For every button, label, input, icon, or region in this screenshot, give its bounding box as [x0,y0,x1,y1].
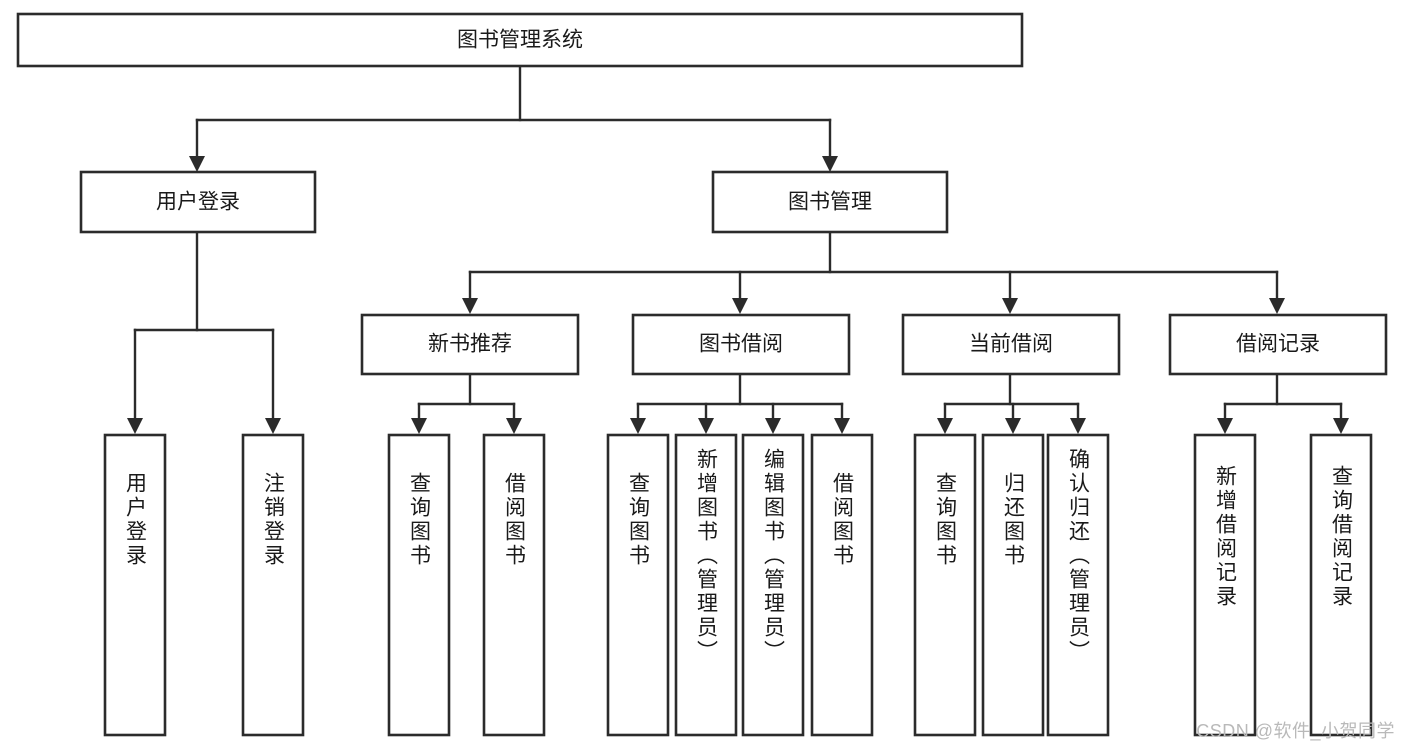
leaf-edit-book-admin-box[interactable] [741,433,805,737]
leaf-add-book-admin-label: 新增图书（管理员） [695,448,719,664]
leaf-add-borrow-record-box[interactable] [1193,433,1257,737]
arrow-head-level2 [1269,298,1285,314]
node-book-management-box[interactable] [711,170,949,234]
arrow-head-leaf [1333,418,1349,434]
node-borrow-record-box[interactable] [1168,313,1388,376]
leaf-return-book-box[interactable] [981,433,1045,737]
node-new-book-recommend-box[interactable] [360,313,580,376]
leaf-user-login-label: 用户登录 [124,472,148,568]
arrow-head-leaf [937,418,953,434]
leaf-newbook-borrow-book-box[interactable] [482,433,546,737]
leaf-borrow-borrow-book-box[interactable] [810,433,874,737]
connector-borrowrecord-to-leaves [1217,372,1349,434]
arrow-head-leaf [834,418,850,434]
leaf-add-book-admin-box[interactable] [674,433,738,737]
node-borrow-record[interactable]: 借阅记录 [1168,313,1388,376]
node-current-borrow-label: 当前借阅 [969,333,1053,356]
leaf-user-login-box[interactable] [103,433,167,737]
arrow-head-level2 [1002,298,1018,314]
arrow-head-leaf [127,418,143,434]
leaf-newbook-borrow-book-label: 借阅图书 [503,472,527,568]
leaf-query-borrow-record-box[interactable] [1309,433,1373,737]
node-current-borrow-box[interactable] [901,313,1121,376]
arrow-head-level2 [732,298,748,314]
node-book-borrow-label: 图书借阅 [699,333,783,356]
connector-bookmanage-to-level2 [462,230,1285,314]
leaf-newbook-borrow-book[interactable]: 借阅图书 [482,433,546,737]
arrow-head-leaf [630,418,646,434]
connector-bookborrow-to-leaves [630,372,850,434]
leaf-logout[interactable]: 注销登录 [241,433,305,737]
arrow-head-level2 [462,298,478,314]
node-root-label: 图书管理系统 [457,29,583,52]
node-root-book-management-system[interactable]: 图书管理系统 [16,12,1024,68]
node-root-box[interactable] [16,12,1024,68]
leaf-logout-label: 注销登录 [262,472,286,568]
arrow-head-leaf [1070,418,1086,434]
node-book-management-label: 图书管理 [788,191,872,214]
connector-newbook-to-leaves [411,372,522,434]
node-borrow-record-label: 借阅记录 [1236,333,1320,356]
arrow-head-user-login [189,156,205,172]
arrow-head-leaf [698,418,714,434]
node-user-login-label: 用户登录 [156,191,240,214]
node-new-book-recommend-label: 新书推荐 [428,333,512,356]
leaf-newbook-query-book-label: 查询图书 [408,472,432,568]
leaf-add-book-admin[interactable]: 新增图书（管理员） [674,433,738,737]
arrow-head-leaf [506,418,522,434]
arrow-head-leaf [1217,418,1233,434]
leaf-current-query-book[interactable]: 查询图书 [913,433,977,737]
connector-userlogin-to-leaves [127,230,281,434]
leaf-borrow-borrow-book-label: 借阅图书 [831,472,855,568]
leaf-borrow-query-book-label: 查询图书 [627,472,651,568]
leaf-current-query-book-label: 查询图书 [934,472,958,568]
node-user-login-box[interactable] [79,170,317,234]
leaf-return-book-label: 归还图书 [1002,472,1026,568]
leaf-confirm-return-admin-box[interactable] [1046,433,1110,737]
leaf-confirm-return-admin-label: 确认归还（管理员） [1067,448,1091,664]
leaf-borrow-query-book-box[interactable] [606,433,670,737]
node-book-borrow[interactable]: 图书借阅 [631,313,851,376]
node-book-borrow-box[interactable] [631,313,851,376]
node-current-borrow[interactable]: 当前借阅 [901,313,1121,376]
leaf-add-borrow-record[interactable]: 新增借阅记录 [1193,433,1257,737]
csdn-watermark: CSDN @软件_小贺同学 [1196,721,1395,741]
leaf-edit-book-admin-label: 编辑图书（管理员） [762,448,786,664]
arrow-head-leaf [765,418,781,434]
node-user-login[interactable]: 用户登录 [79,170,317,234]
arrow-head-leaf [265,418,281,434]
leaf-borrow-query-book[interactable]: 查询图书 [606,433,670,737]
leaf-confirm-return-admin[interactable]: 确认归还（管理员） [1046,433,1110,737]
leaf-return-book[interactable]: 归还图书 [981,433,1045,737]
arrow-head-leaf [1005,418,1021,434]
leaf-query-borrow-record-label: 查询借阅记录 [1330,465,1354,609]
leaf-edit-book-admin[interactable]: 编辑图书（管理员） [741,433,805,737]
node-book-management[interactable]: 图书管理 [711,170,949,234]
arrow-head-leaf [411,418,427,434]
leaf-query-borrow-record[interactable]: 查询借阅记录 [1309,433,1373,737]
leaf-current-query-book-box[interactable] [913,433,977,737]
leaf-borrow-borrow-book[interactable]: 借阅图书 [810,433,874,737]
leaf-add-borrow-record-label: 新增借阅记录 [1214,465,1238,609]
arrow-head-book-manage [822,156,838,172]
leaf-logout-box[interactable] [241,433,305,737]
leaf-newbook-query-book[interactable]: 查询图书 [387,433,451,737]
connector-root-to-level1 [189,64,838,172]
node-new-book-recommend[interactable]: 新书推荐 [360,313,580,376]
connector-currentborrow-to-leaves [937,372,1086,434]
leaf-newbook-query-book-box[interactable] [387,433,451,737]
leaf-user-login[interactable]: 用户登录 [103,433,167,737]
